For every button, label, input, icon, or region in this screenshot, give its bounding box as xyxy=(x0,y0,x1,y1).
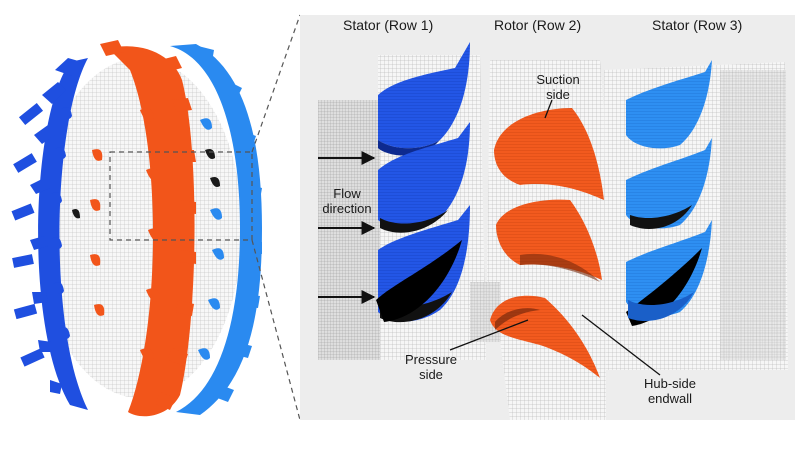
turbine-ring xyxy=(11,40,262,417)
flow-direction-label: Flow direction xyxy=(318,186,376,216)
flow-direction-label-line1: Flow xyxy=(333,186,361,201)
stator3-blade-1 xyxy=(626,60,712,149)
stator-row1-header: Stator (Row 1) xyxy=(343,17,434,33)
ring-inner-blades-blue xyxy=(50,107,72,339)
pressure-side-leader xyxy=(449,319,529,351)
rotor2-blade-1 xyxy=(494,108,604,200)
suction-side-leader xyxy=(544,99,553,119)
zoom-selection-box xyxy=(109,151,253,241)
stator1-blades xyxy=(376,42,470,323)
ring-inner-blades-orange xyxy=(90,108,162,362)
pressure-side-label: Pressure side xyxy=(400,352,462,382)
suction-side-label-line2: side xyxy=(546,87,570,102)
flow-arrows xyxy=(318,151,376,304)
suction-side-label-line1: Suction xyxy=(536,72,580,87)
hub-side-endwall-label: Hub-side endwall xyxy=(638,376,702,406)
stator3-blade-3 xyxy=(626,220,712,317)
pressure-side-label-line1: Pressure xyxy=(404,352,458,367)
stator3-blades xyxy=(626,60,712,326)
hub-side-endwall-label-line1: Hub-side xyxy=(643,376,697,391)
zoom-line-top xyxy=(251,14,301,153)
stator1-blade-2 xyxy=(378,122,470,229)
stator-row3-header: Stator (Row 3) xyxy=(652,17,743,33)
rotor-row2-header: Rotor (Row 2) xyxy=(494,17,582,33)
zoom-line-bottom xyxy=(251,239,301,421)
hub-side-endwall-label-line2: endwall xyxy=(647,391,693,406)
ring-rotor-band xyxy=(108,46,195,417)
hub-endwall-leader xyxy=(581,314,661,376)
flow-direction-label-line2: direction xyxy=(322,201,372,216)
ring-stator1-band xyxy=(38,58,88,410)
pressure-side-label-line2: side xyxy=(419,367,443,382)
stator1-blade-1 xyxy=(378,42,470,149)
suction-side-label: Suction side xyxy=(532,72,584,102)
rotor2-blades xyxy=(490,108,604,378)
stator3-blade-2 xyxy=(626,138,712,229)
ring-inner-blades-lightblue xyxy=(198,118,224,360)
rotor2-blade-3 xyxy=(490,295,600,378)
